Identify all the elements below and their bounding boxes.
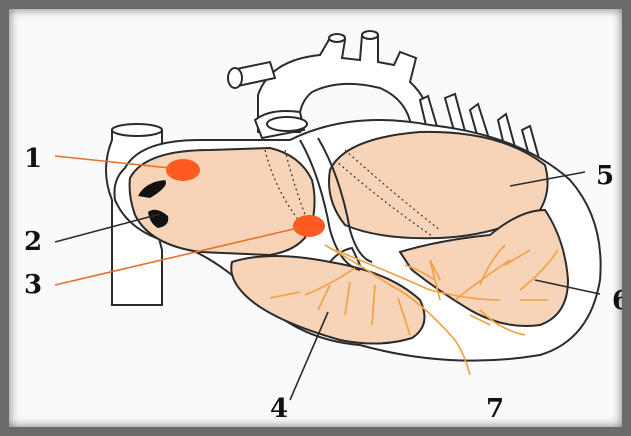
label-2: 2 [24,227,42,257]
label-5: 5 [596,161,614,191]
label-6: 6 [612,286,630,316]
label-3: 3 [24,270,42,300]
label-1: 1 [24,144,42,174]
av-node-icon [293,215,325,237]
label-7: 7 [486,394,504,424]
sa-node-icon [166,159,200,181]
right-atrium [130,148,315,255]
label-4: 4 [270,394,288,424]
